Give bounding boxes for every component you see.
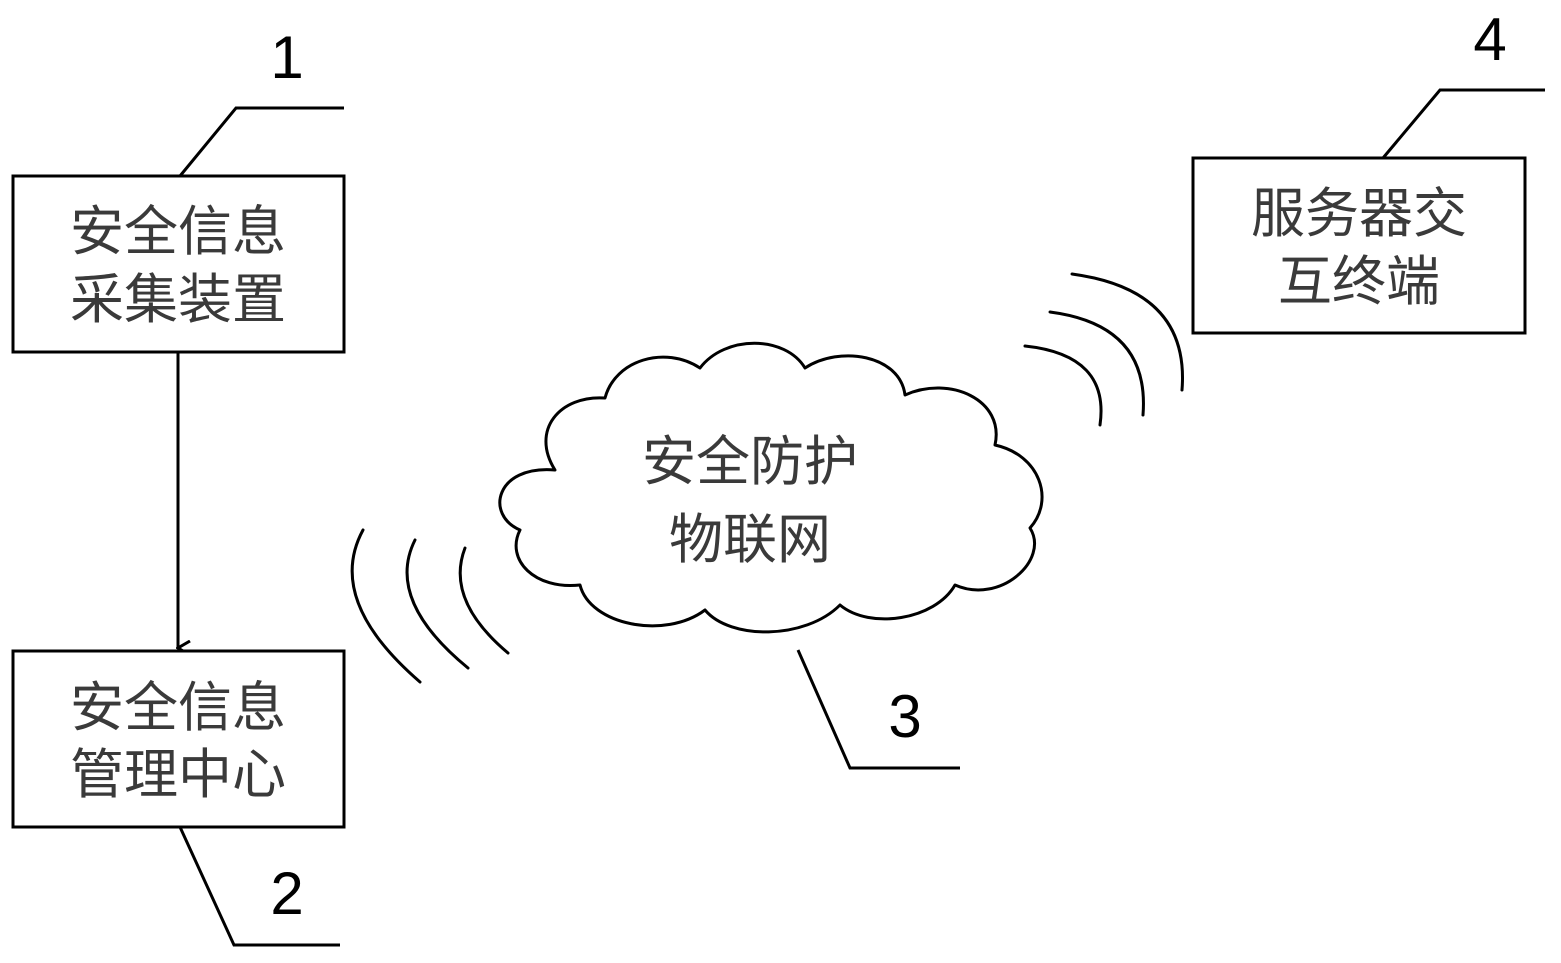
management-label-line2: 管理中心 [70, 743, 286, 806]
wireless-signal-right-icon [1023, 272, 1185, 427]
collector-leader-line [178, 106, 344, 177]
terminal-label-line1: 服务器交 [1251, 182, 1467, 245]
management-leader-line [178, 826, 340, 947]
terminal-label-line2: 互终端 [1278, 250, 1440, 313]
network-label-line1: 安全防护 [642, 430, 858, 493]
collector-label-line2: 采集装置 [70, 268, 286, 331]
collector-number: 1 [270, 24, 303, 91]
network-cloud: 安全防护 物联网 [498, 341, 1044, 634]
network-leader-line [796, 649, 960, 770]
terminal-number: 4 [1473, 6, 1506, 73]
terminal-node: 服务器交 互终端 [1191, 156, 1527, 335]
wireless-signal-left-icon [350, 528, 510, 684]
network-label-line2: 物联网 [669, 508, 831, 571]
collector-label-line1: 安全信息 [70, 200, 286, 263]
terminal-leader-line [1381, 88, 1545, 159]
management-label-line1: 安全信息 [70, 676, 286, 739]
management-node: 安全信息 管理中心 [11, 649, 346, 829]
network-number: 3 [888, 683, 921, 750]
management-number: 2 [270, 860, 303, 927]
collector-node: 安全信息 采集装置 [11, 174, 346, 354]
